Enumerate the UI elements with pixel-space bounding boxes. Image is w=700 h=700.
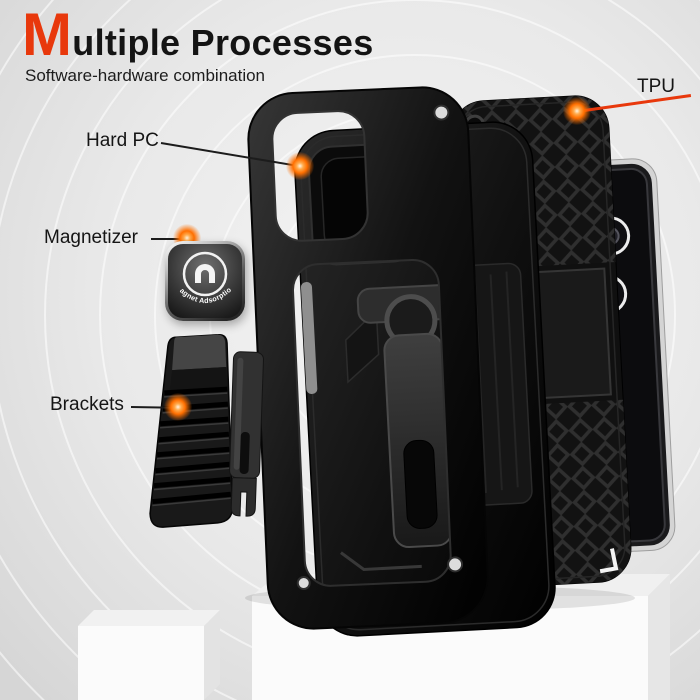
magnet-badge-graphic: Magnet Adsorption — [168, 244, 233, 305]
magnet-icon — [195, 264, 215, 283]
camera-cutout — [271, 110, 369, 242]
callout-label-brackets: Brackets — [50, 394, 124, 415]
callout-label-tpu: TPU — [637, 76, 675, 97]
page-title: Multiple Processes — [22, 5, 374, 65]
front-frame — [247, 86, 489, 630]
screen-opening — [291, 258, 452, 587]
bracket-clip — [229, 351, 264, 517]
magnet-badge-face: Magnet Adsorption — [168, 244, 242, 318]
pedestal-left — [78, 610, 220, 700]
callout-label-hard-pc: Hard PC — [86, 130, 159, 151]
callout-label-magnetizer: Magnetizer — [44, 227, 138, 248]
callout-dot-hard-pc — [286, 152, 314, 180]
callout-line-magnetizer — [151, 238, 184, 240]
bracket-ribs — [152, 386, 232, 505]
lanyard-hole — [296, 576, 311, 591]
corner-mark — [599, 548, 619, 574]
magnet-badge: Magnet Adsorption — [165, 241, 245, 321]
title-rest: ultiple Processes — [72, 22, 374, 63]
subtitle: Software-hardware combination — [25, 66, 266, 85]
lanyard-hole — [447, 556, 464, 573]
badge-ring — [182, 251, 228, 297]
bracket-stand — [149, 333, 234, 528]
title-initial: M — [22, 1, 73, 68]
header: Multiple Processes Software-hardware com… — [22, 5, 374, 86]
lanyard-hole — [433, 104, 450, 121]
callout-dot-brackets — [164, 393, 192, 421]
callout-dot-tpu — [563, 97, 591, 125]
